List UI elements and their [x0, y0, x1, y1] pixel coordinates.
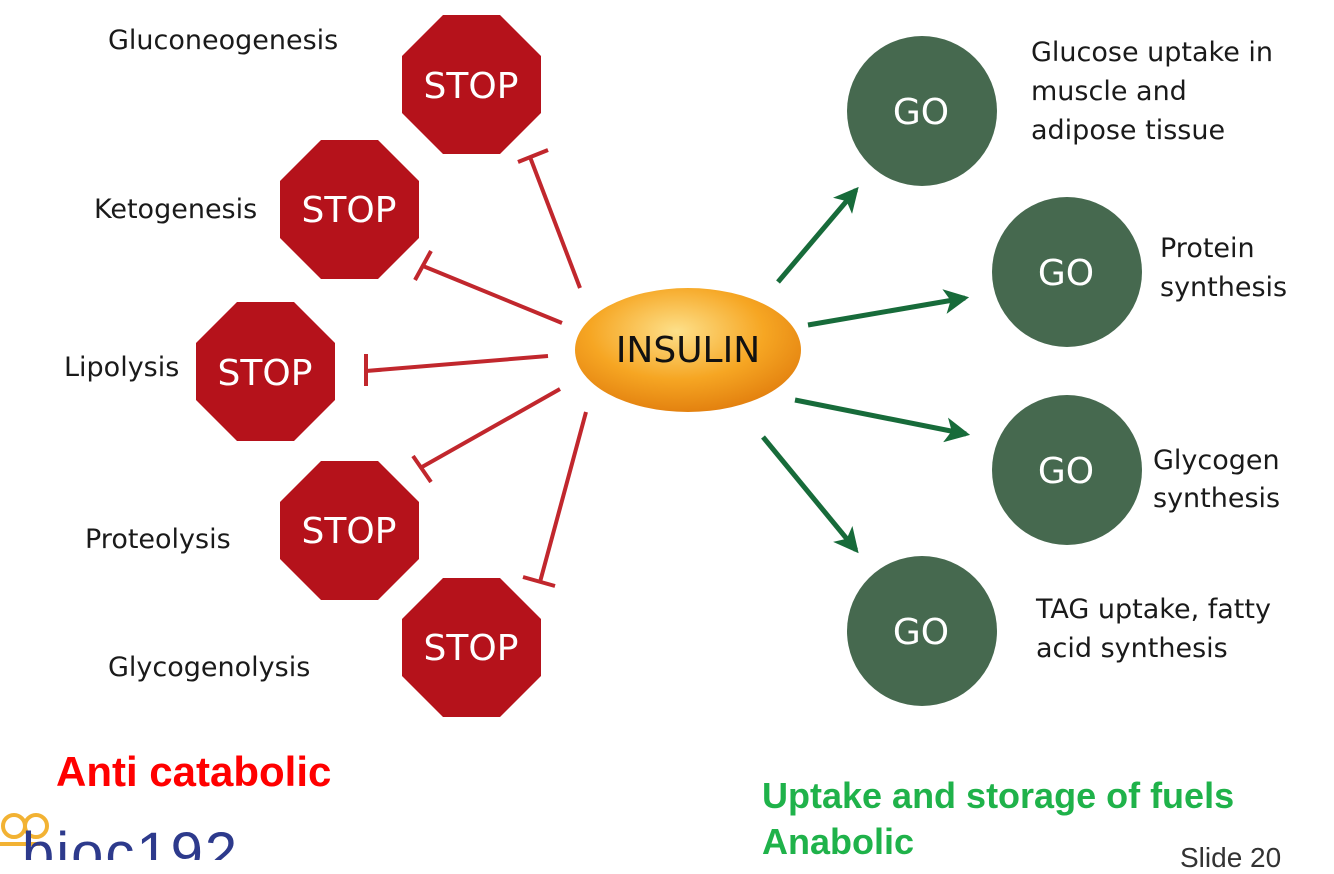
arrow-glucose-uptake — [776, 186, 859, 284]
insulin-hub: INSULIN — [575, 288, 801, 412]
stop-octagon — [196, 302, 335, 441]
arrow-protein-synthesis — [807, 289, 970, 328]
inhibition-lines — [364, 148, 588, 588]
label-tag-uptake: TAG uptake, fatty acid synthesis — [1035, 594, 1280, 664]
anabolic-caption: Anabolic — [762, 821, 915, 862]
go-circle — [847, 36, 997, 186]
label-line: muscle and — [1031, 76, 1187, 107]
stop-octagon — [402, 15, 541, 154]
course-logo: bioc192 — [0, 812, 300, 860]
slide-number: Slide 20 — [1180, 842, 1282, 873]
stop-sign-text: STOP — [302, 511, 397, 552]
stop-sign-ketogenesis: STOP — [280, 140, 419, 279]
go-circle — [992, 197, 1142, 347]
label-line: Glycogen — [1153, 445, 1280, 476]
stop-octagon — [402, 578, 541, 717]
label-glucose-uptake: Glucose uptake in muscle and adipose tis… — [1031, 37, 1282, 146]
stop-sign-proteolysis: STOP — [280, 461, 419, 600]
logo-text: bioc192 — [22, 821, 240, 860]
go-circle-glycogen-synthesis: GO — [992, 395, 1142, 545]
go-text: GO — [1038, 253, 1094, 294]
stop-sign-lipolysis: STOP — [196, 302, 335, 441]
label-protein-synthesis: Protein synthesis — [1160, 233, 1287, 303]
label-line: synthesis — [1160, 272, 1287, 303]
label-lipolysis: Lipolysis — [64, 352, 179, 383]
stop-sign-text: STOP — [302, 190, 397, 231]
label-line: synthesis — [1153, 483, 1280, 514]
anti-catabolic-caption: Anti catabolic — [56, 748, 332, 795]
label-proteolysis: Proteolysis — [85, 524, 231, 555]
go-circle-tag-uptake: GO — [847, 556, 997, 706]
inhibit-proteolysis — [411, 387, 561, 484]
uptake-storage-caption: Uptake and storage of fuels — [762, 775, 1235, 816]
stop-octagon — [280, 140, 419, 279]
stop-sign-gluconeogenesis: STOP — [402, 15, 541, 154]
logo-mark-icon — [0, 813, 49, 846]
go-circle-protein-synthesis: GO — [992, 197, 1142, 347]
stop-octagon — [280, 461, 419, 600]
arrow-glycogen-synthesis — [794, 397, 971, 443]
go-text: GO — [1038, 451, 1094, 492]
stop-sign-text: STOP — [424, 628, 519, 669]
inhibit-gluconeogenesis — [517, 148, 582, 289]
label-line: acid synthesis — [1036, 633, 1228, 664]
stop-sign-text: STOP — [218, 353, 313, 394]
label-glycogen-synthesis: Glycogen synthesis — [1153, 445, 1288, 514]
label-ketogenesis: Ketogenesis — [94, 194, 257, 225]
go-circle — [847, 556, 997, 706]
go-text: GO — [893, 612, 949, 653]
stop-sign-glycogenolysis: STOP — [402, 578, 541, 717]
insulin-oval — [575, 288, 801, 412]
label-gluconeogenesis: Gluconeogenesis — [108, 25, 338, 56]
label-line: adipose tissue — [1031, 115, 1225, 146]
label-glycogenolysis: Glycogenolysis — [108, 652, 310, 683]
label-line: Protein — [1160, 233, 1255, 264]
activation-arrows — [761, 186, 971, 554]
inhibit-glycogenolysis — [522, 411, 588, 588]
go-text: GO — [893, 92, 949, 133]
go-circle-glucose-uptake: GO — [847, 36, 997, 186]
go-circle — [992, 395, 1142, 545]
insulin-label: INSULIN — [616, 330, 760, 371]
arrow-tag-uptake — [761, 435, 859, 554]
stop-sign-text: STOP — [424, 66, 519, 107]
inhibit-ketogenesis — [413, 250, 563, 325]
inhibit-lipolysis — [364, 354, 549, 386]
label-line: Glucose uptake in — [1031, 37, 1273, 68]
label-line: TAG uptake, fatty — [1035, 594, 1271, 625]
